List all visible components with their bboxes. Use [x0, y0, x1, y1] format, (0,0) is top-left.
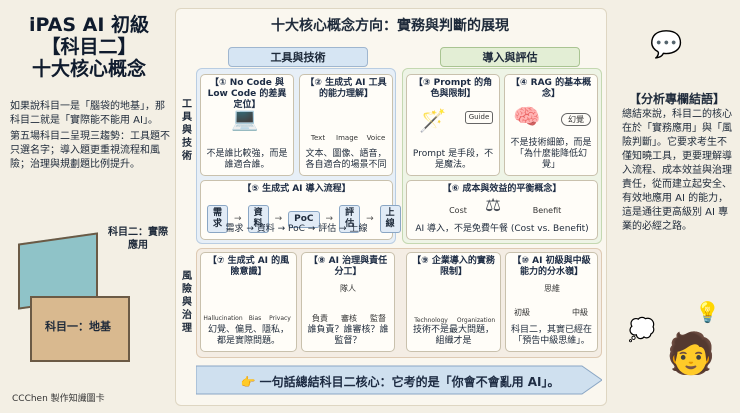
card-9-title: 【⑨ 企業導入的實務限制】 [412, 256, 495, 277]
step-launch: 上線 [379, 205, 401, 233]
hallucination-cloud: 幻覺 [561, 113, 591, 126]
role-responsible: 負責 [312, 314, 328, 323]
subject-two-label: 科目二：實際應用 [108, 227, 168, 251]
laptop-code-icon: 💻 [231, 107, 259, 132]
intro-text: 如果說科目一是「腦袋的地基」，那科目二就是「實際能不能用 AI」。 第五場科目二… [10, 100, 170, 172]
conclusion-title: 【分析專欄結語】 [628, 92, 725, 106]
summary-text: 👉 一句話總結科目二核心：它考的是「你會不會亂用 AI」。 [240, 375, 560, 389]
card-2-body: 文本、圖像、語音，各自適合的場景不同 [305, 149, 387, 170]
subject-one-box [30, 296, 130, 362]
image-icon-label: Image [336, 134, 358, 142]
card-7-title: 【⑦ 生成式 AI 的風險意識】 [207, 256, 290, 277]
step-data: 資料 [247, 205, 269, 233]
card-10-body: 科目二，其實已經在「預告中級思維」。 [510, 325, 592, 346]
tools-header: 工具與技術 [228, 47, 368, 67]
card-8-governance: 【⑧ AI 治理與責任分工】 隊人 負責 審核 監督 誰負責？誰審核？誰監督？ [301, 252, 395, 352]
card-1-title: 【① No Code 與 Low Code 的差異定位】 [207, 78, 287, 110]
card-8-body: 誰負責？誰審核？誰監督？ [307, 325, 389, 346]
step-eval: 評估 [339, 205, 361, 233]
card-1-body: 不是誰比較強，而是誰適合誰。 [206, 149, 288, 170]
conclusion-body: 總結來說，科目二的核心在於「實務應用」與「風險判斷」。它要求考生不僅知曉工具，更… [622, 109, 732, 232]
intro-paragraph: 如果說科目一是「腦袋的地基」，那科目二就是「實際能不能用 AI」。 [10, 101, 165, 126]
bridge-thinking-label: 思維 [544, 284, 560, 293]
bridge-junior-label: 初級 [514, 308, 530, 317]
card-5-title: 【⑤ 生成式 AI 導入流程】 [242, 184, 351, 194]
voice-icon-label: Voice [366, 134, 386, 142]
title-line-3: 十大核心概念 [31, 58, 146, 80]
card-6-cost: 【⑥ 成本與效益的平衡概念】 Cost ⚖ Benefit AI 導入，不是免費… [406, 180, 598, 240]
card-1-nocode: 【① No Code 與 Low Code 的差異定位】 💻 不是誰比較強，而是… [200, 74, 294, 176]
hallucination-label: Hallucination [203, 315, 243, 322]
text-icon-label: Text [310, 134, 326, 142]
bridge-mid-label: 中級 [572, 308, 588, 317]
adopt-header: 導入與評估 [440, 47, 580, 67]
card-3-body: Prompt 是手段，不是魔法。 [412, 149, 494, 170]
card-8-title: 【⑧ AI 治理與責任分工】 [308, 256, 388, 277]
arrow-icon: → [234, 213, 242, 224]
subject-one-label: 科目一：地基 [45, 320, 111, 333]
flow-steps: 需求 → 資料 → PoC → 評估 → 上線 [207, 205, 401, 233]
presenter-icon: 🧑 [666, 331, 716, 377]
card-5-body: 需求 → 資料 → PoC → 評估 → 上線 [225, 224, 368, 234]
credit: CCChen 製作知識圖卡 [12, 394, 105, 404]
card-6-title: 【⑥ 成本與效益的平衡概念】 [442, 184, 562, 194]
lightbulb-icon: 💡 [695, 300, 720, 324]
brain-icon: 🧠 [513, 105, 541, 130]
card-2-title: 【② 生成式 AI 工具的能力理解】 [305, 78, 387, 99]
chat-icon: 💭 [628, 318, 656, 343]
step-demand: 需求 [207, 205, 229, 233]
card-3-title: 【③ Prompt 的角色與限制】 [413, 78, 493, 99]
card-9-body: 技術不是最大問題，組織才是 [412, 325, 494, 346]
scale-icon: ⚖ [485, 195, 502, 216]
arrow-icon: → [325, 213, 334, 224]
step-poc: PoC [288, 210, 320, 228]
benefit-label: Benefit [532, 206, 562, 215]
trend-paragraph: 第五場科目二呈現三趨勢：工具題不只選名字；導入題更重視流程和風險；治理與規劃題比… [10, 131, 170, 170]
cost-label: Cost [449, 206, 467, 215]
privacy-label: Privacy [269, 315, 291, 322]
role-review: 審核 [341, 314, 357, 323]
card-3-prompt: 【③ Prompt 的角色與限制】 🪄 Guide Prompt 是手段，不是魔… [406, 74, 500, 176]
title-line-2: 【科目二】 [41, 36, 137, 58]
card-7-body: 幻覺、偏見、隱私，都是實際問題。 [207, 325, 289, 346]
speech-bubble-icon: 💬 [650, 30, 683, 60]
wand-icon: 🪄 [419, 109, 447, 134]
risk-vertical-label: 風險與治理 [182, 271, 192, 334]
guide-tag: Guide [465, 111, 493, 124]
card-9-limits: 【⑨ 企業導入的實務限制】 Technology Organization 技術… [406, 252, 501, 352]
poster-title: iPAS AI 初級 【科目二】 十大核心概念 [10, 14, 168, 80]
organization-label: Organization [456, 317, 496, 324]
team-label: 隊人 [340, 284, 356, 293]
title-line-1: iPAS AI 初級 [28, 14, 150, 36]
card-4-body: 不是技術細節，而是「為什麼能降低幻覺」 [510, 138, 592, 170]
arrow-icon: → [366, 213, 374, 224]
card-4-title: 【④ RAG 的基本概念】 [510, 78, 592, 99]
card-7-risk: 【⑦ 生成式 AI 的風險意識】 Hallucination Bias Priv… [200, 252, 297, 352]
summary-banner [196, 365, 602, 395]
bias-label: Bias [248, 315, 262, 322]
card-2-gen-tools: 【② 生成式 AI 工具的能力理解】 Text Image Voice 文本、圖… [299, 74, 393, 176]
technology-label: Technology [414, 317, 448, 324]
arrow-icon: → [274, 213, 283, 224]
card-10-watershed: 【⑩ AI 初級與中級能力的分水嶺】 思維 初級 中級 科目二，其實已經在「預告… [505, 252, 598, 352]
tools-vertical-label: 工具與技術 [182, 99, 192, 162]
role-supervise: 監督 [370, 314, 386, 323]
card-4-rag: 【④ RAG 的基本概念】 🧠 幻覺 不是技術細節，而是「為什麼能降低幻覺」 [504, 74, 598, 176]
main-title: 十大核心概念方向：實務與判斷的展現 [271, 18, 509, 34]
card-5-flow: 【⑤ 生成式 AI 導入流程】 需求 → 資料 → PoC → 評估 → 上線 需求 →… [200, 180, 401, 240]
card-10-title: 【⑩ AI 初級與中級能力的分水嶺】 [512, 256, 591, 277]
card-6-body: AI 導入，不是免費午餐 (Cost vs. Benefit) [415, 224, 589, 234]
